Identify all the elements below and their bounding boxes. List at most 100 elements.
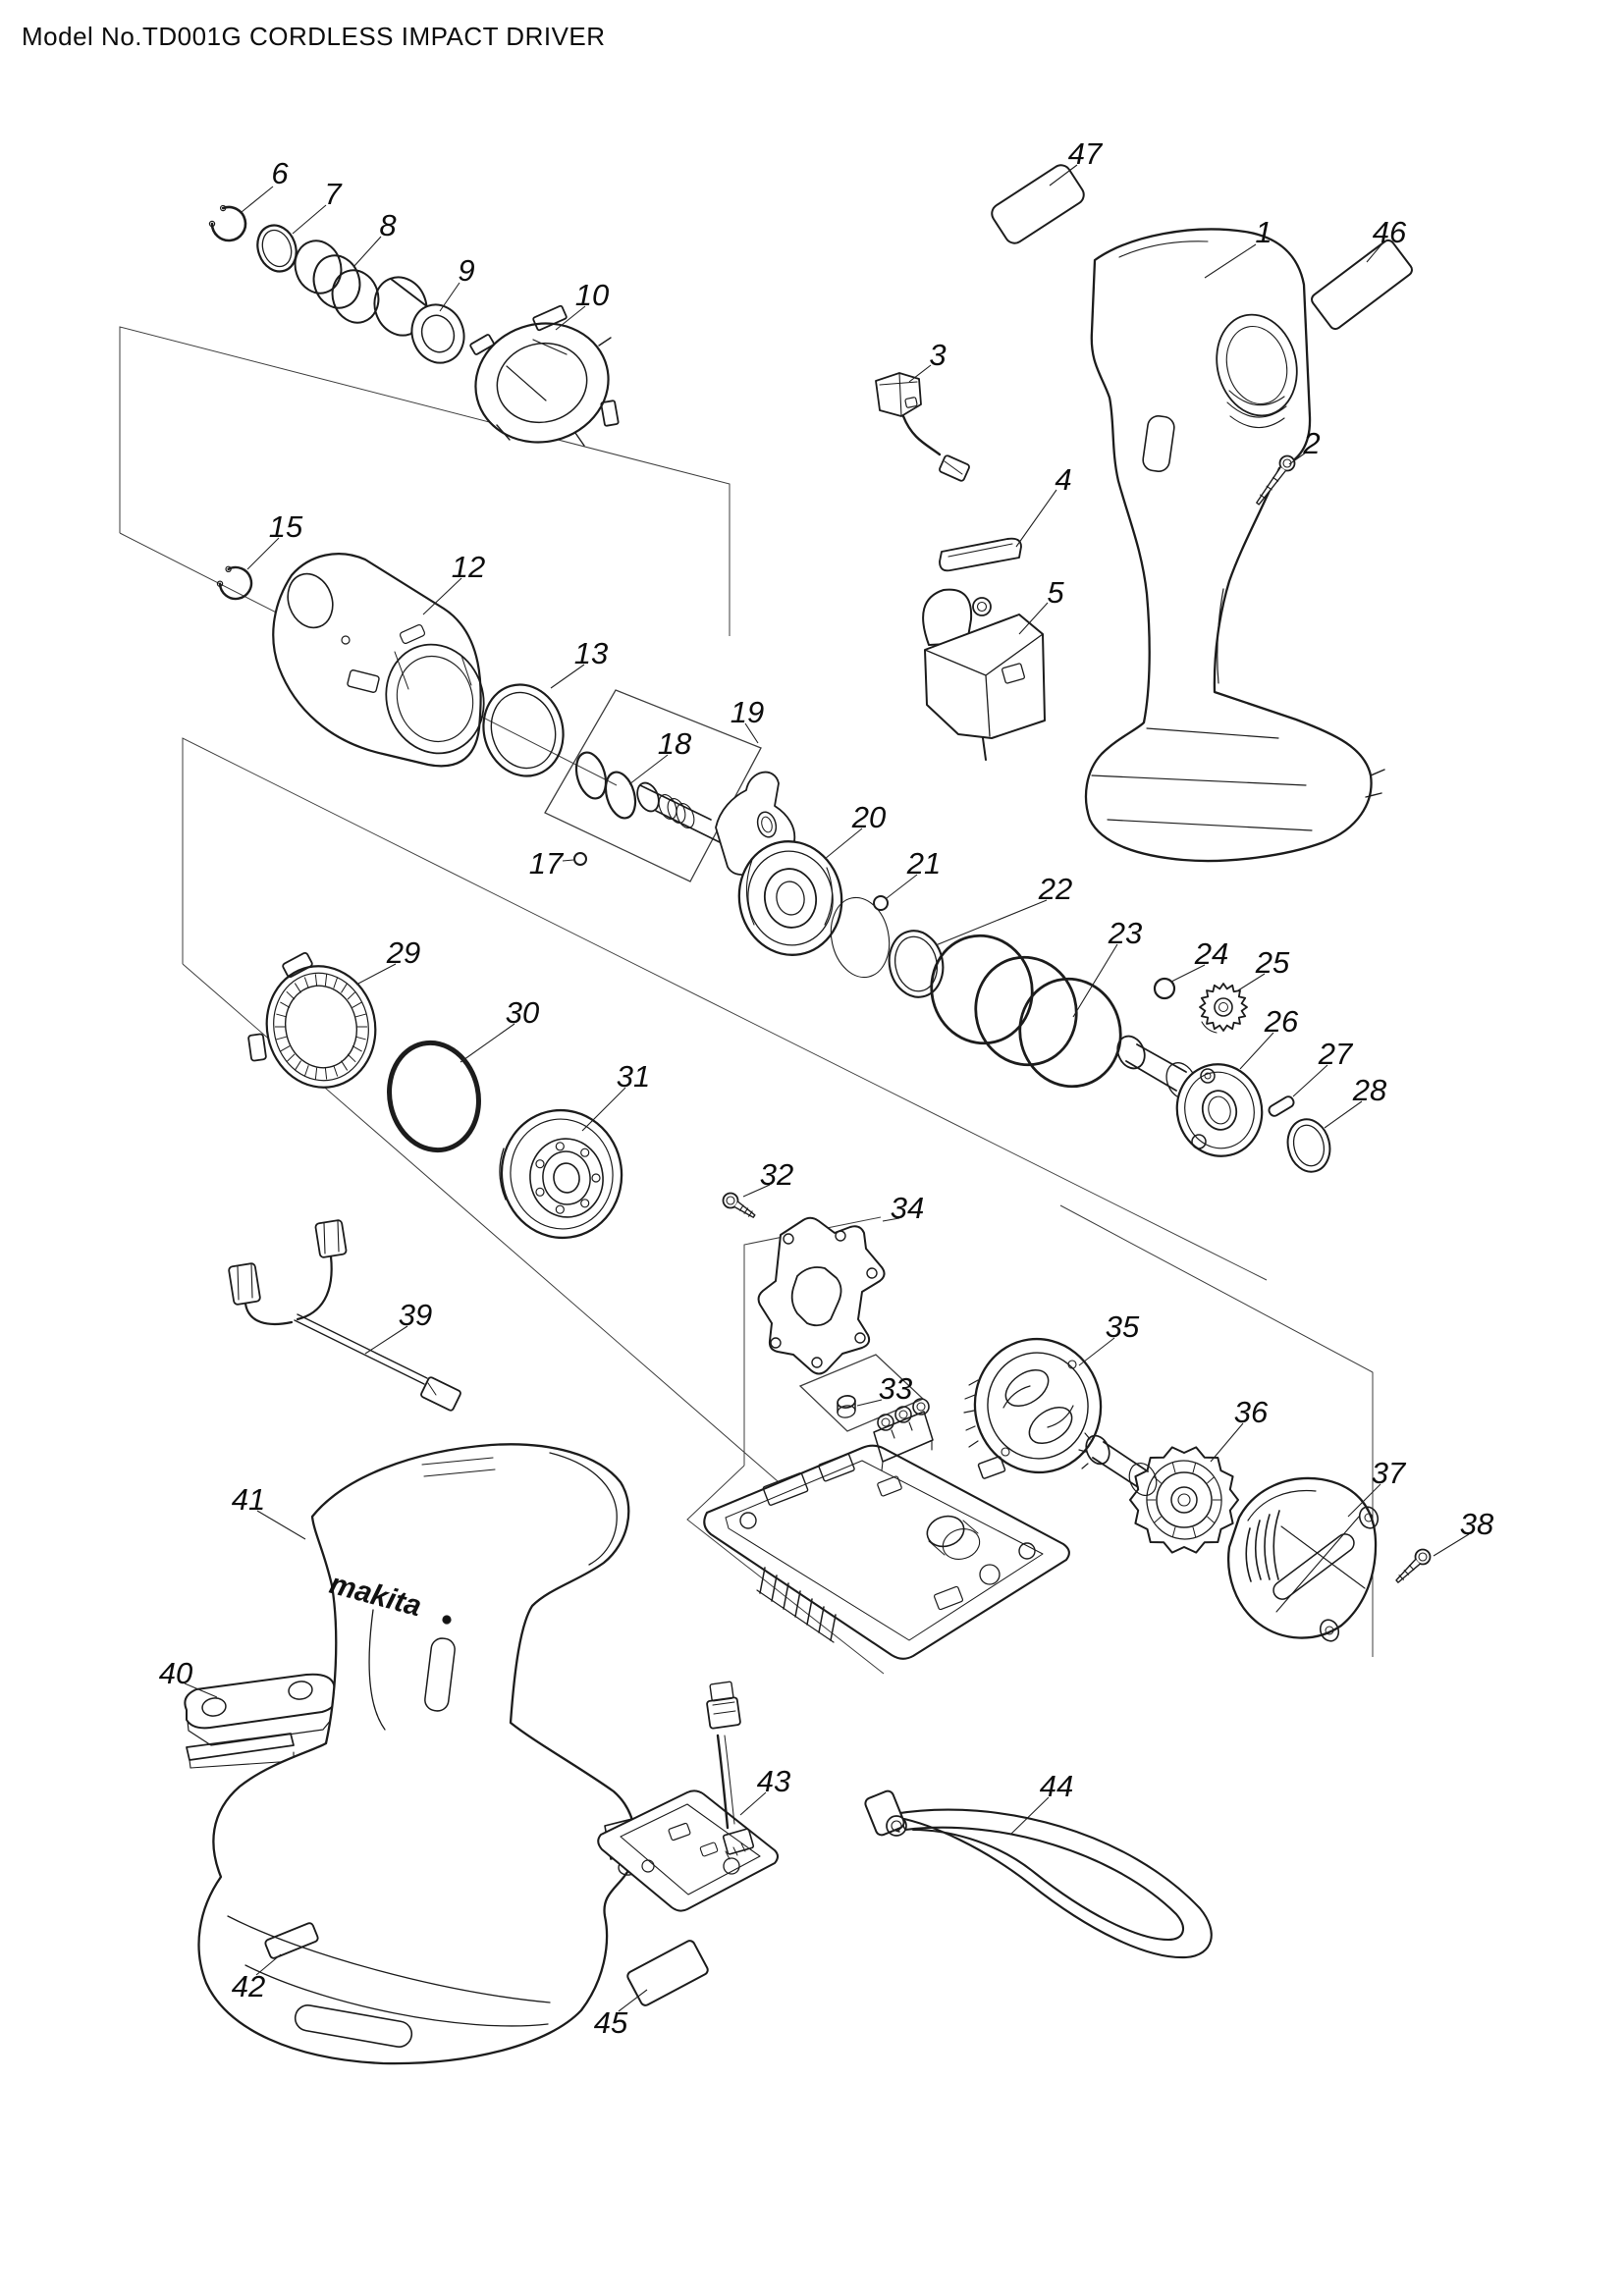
- leader-line-6: [241, 186, 274, 213]
- part-36-shape: [1146, 1460, 1222, 1540]
- part-29-shape-tick: [303, 1065, 309, 1077]
- part-label-35: 35: [1106, 1309, 1140, 1344]
- part-label-17: 17: [529, 846, 565, 881]
- leader-line-21: [886, 874, 918, 899]
- part-27-shape: [1268, 1095, 1295, 1117]
- part-34-shape: [783, 1233, 794, 1245]
- controller-board-shape: [739, 1512, 757, 1529]
- part-label-12: 12: [452, 550, 485, 584]
- part-18-shape: [604, 771, 637, 820]
- part-41-shape: [368, 1609, 386, 1731]
- part-34-shape: [811, 1357, 823, 1368]
- part-5-shape: [924, 633, 1044, 737]
- part-36-shape-tick: [1207, 1476, 1216, 1484]
- part-36-shape-tick: [1192, 1526, 1197, 1538]
- part-13-shape: [490, 691, 557, 770]
- part-29-shape-tick: [286, 1053, 296, 1063]
- part-label-23: 23: [1108, 916, 1142, 950]
- leader-line-7: [292, 204, 327, 235]
- leader-line-35: [1078, 1337, 1115, 1366]
- part-7-shape: [256, 224, 298, 273]
- part-5-trigger-switch: [922, 588, 1046, 761]
- part-43-shape: [709, 1681, 734, 1702]
- part-36-shape: [1156, 1471, 1213, 1528]
- anvil-unit-shape: [761, 816, 773, 833]
- leader-line-43: [739, 1791, 767, 1816]
- leader-line-33: [856, 1399, 883, 1407]
- part-27-pin: [1268, 1095, 1295, 1117]
- part-6-c-ring: [208, 204, 247, 242]
- part-label-7: 7: [324, 177, 343, 211]
- part-label-28: 28: [1352, 1073, 1387, 1107]
- part-3-shape: [879, 372, 918, 417]
- part-label-21: 21: [906, 846, 941, 881]
- leader-line-26: [1239, 1032, 1274, 1070]
- part-38-shape: [1418, 1552, 1428, 1562]
- part-33-shape: [894, 1406, 912, 1423]
- part-13-flat-washer: [482, 683, 565, 777]
- part-29-shape-tick: [347, 1053, 356, 1063]
- part-label-43: 43: [757, 1764, 790, 1798]
- part-12-shape: [272, 553, 482, 768]
- part-25-shape: [1201, 1021, 1218, 1034]
- part-47-sticker-tag: [991, 164, 1085, 244]
- part-15-c-ring: [216, 565, 253, 601]
- anvil-unit-shape: [667, 798, 686, 824]
- part-36-rotor-fan: [1078, 1432, 1239, 1554]
- part-39-shape: [294, 1313, 428, 1385]
- part-label-30: 30: [506, 995, 539, 1030]
- part-21-shape: [830, 896, 891, 979]
- part-32-shape: [747, 1210, 753, 1217]
- part-35-stator: [963, 1337, 1103, 1479]
- part-29-shape-tick: [341, 983, 349, 993]
- leader-line-1: [1204, 243, 1257, 279]
- leader-line-15: [246, 537, 280, 570]
- part-29-shape: [273, 972, 369, 1082]
- part-43-shape: [722, 1828, 755, 1855]
- part-28-flat-washer: [1286, 1118, 1331, 1173]
- part-5-shape: [976, 601, 988, 613]
- part-37-shape: [1272, 1533, 1355, 1600]
- part-30-o-ring: [387, 1040, 481, 1153]
- part-25-shape: [1214, 997, 1233, 1017]
- divider-line-6: [743, 1216, 882, 1466]
- part-10-shape: [532, 304, 568, 332]
- part-label-5: 5: [1047, 575, 1064, 610]
- part-31-shape: [542, 1150, 591, 1205]
- leader-line-18: [628, 754, 669, 785]
- part-36-shape-tick: [1207, 1516, 1216, 1523]
- group-part-drawings: makita: [184, 164, 1432, 2065]
- part-36-shape: [1170, 1486, 1198, 1514]
- part-33-shape: [837, 1405, 856, 1418]
- part-44-shape: [903, 1826, 1185, 1942]
- part-34-shape: [770, 1337, 782, 1349]
- part-20-hammer: [737, 840, 843, 956]
- part-43-shape: [716, 1734, 730, 1830]
- controller-board-shape: [928, 1520, 979, 1556]
- part-22-ring: [888, 930, 945, 998]
- part-12-shape: [394, 651, 472, 690]
- part-8-shape: [312, 254, 361, 309]
- part-31-shape-ball: [580, 1148, 590, 1157]
- part-29-shape-tick: [354, 1036, 366, 1041]
- leader-line-41: [256, 1510, 306, 1540]
- part-9-shape: [420, 314, 456, 353]
- part-38-shape: [1395, 1559, 1421, 1583]
- part-46-shape: [1311, 239, 1413, 331]
- part-18-o-ring-pair: [574, 751, 637, 820]
- controller-board-shape: [725, 1460, 1044, 1641]
- part-12-shape: [347, 669, 380, 693]
- leader-line-36: [1210, 1422, 1244, 1463]
- part-37-shape: [1358, 1506, 1380, 1529]
- part-22-shape: [888, 930, 945, 998]
- part-40-shape: [186, 1733, 295, 1761]
- part-32-shape: [733, 1201, 756, 1218]
- part-26-spindle: [1116, 1035, 1264, 1157]
- leader-line-37: [1347, 1483, 1381, 1518]
- part-45-sticker-tag: [626, 1940, 709, 2006]
- part-label-1: 1: [1255, 215, 1272, 249]
- leader-line-20: [824, 828, 863, 860]
